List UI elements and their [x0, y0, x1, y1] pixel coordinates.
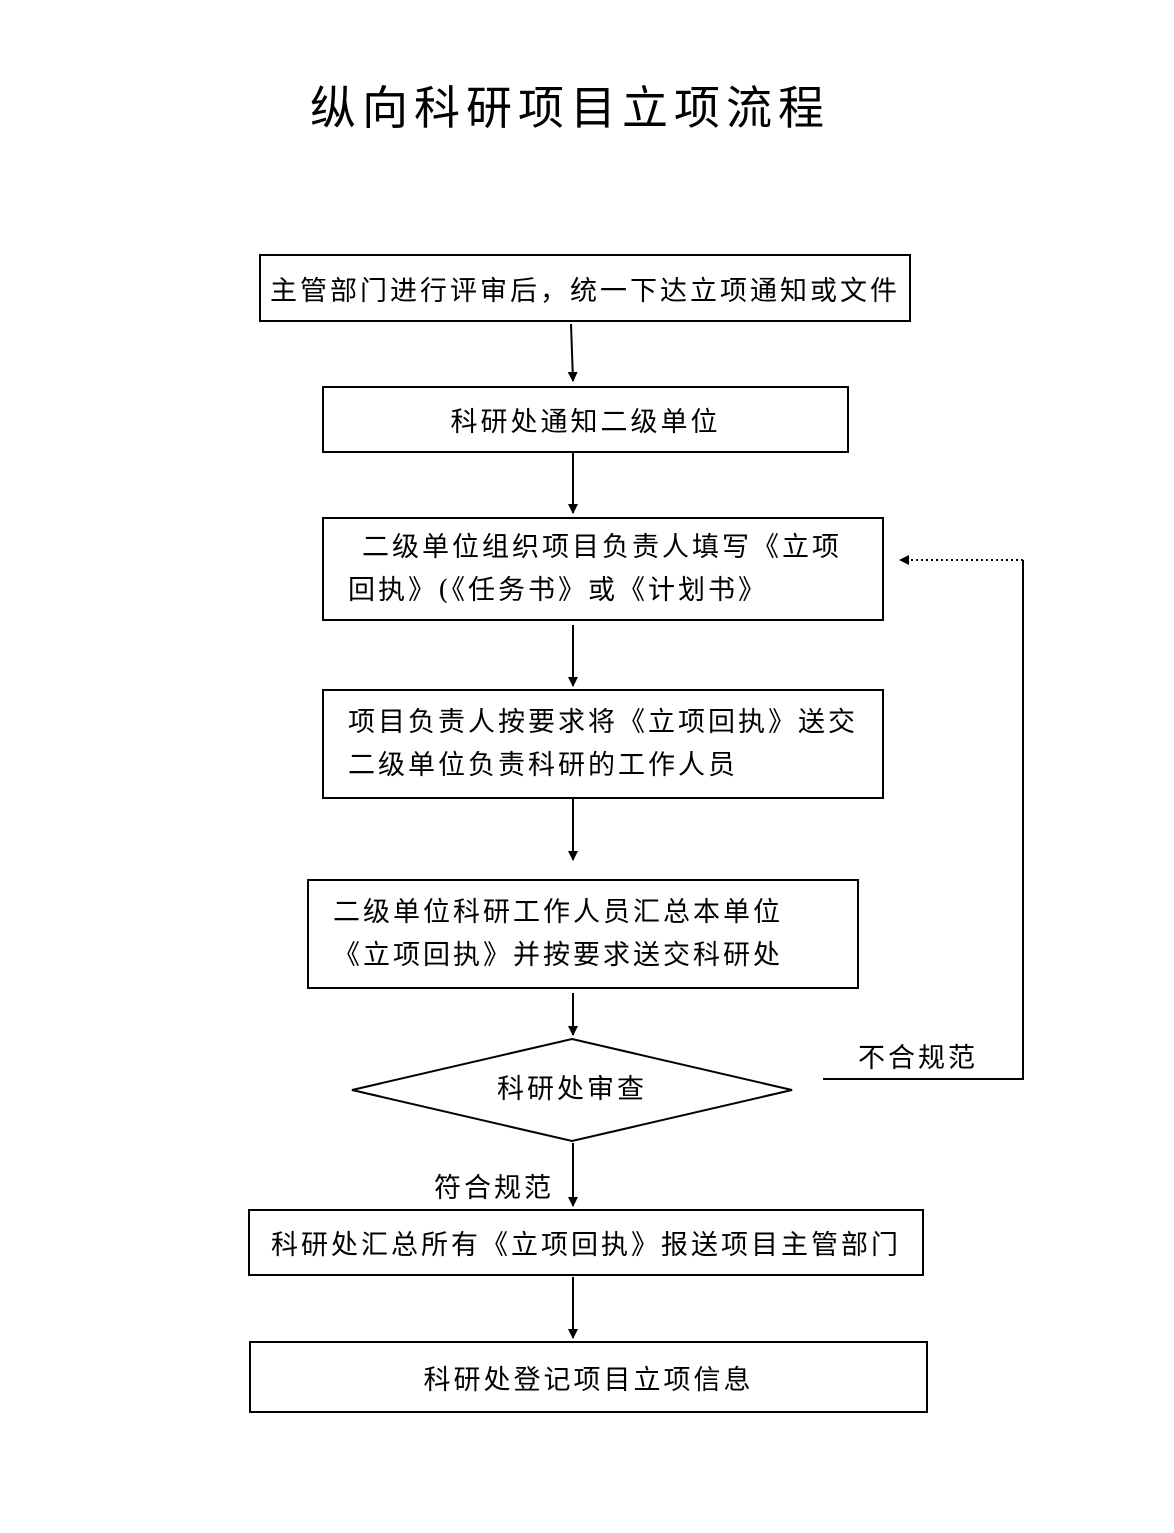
step-register-text: 科研处登记项目立项信息	[423, 1364, 754, 1396]
page-title: 纵向科研项目立项流程	[310, 81, 830, 135]
edge-label-fail: 不合规范	[858, 1043, 978, 1074]
step-report-text: 科研处汇总所有《立项回执》报送项目主管部门	[271, 1230, 901, 1261]
step-issue-notice-box: 主管部门进行评审后，统一下达立项通知或文件	[259, 254, 911, 322]
step-fill-receipt-box: 二级单位组织项目负责人填写《立项回执》(《任务书》或《计划书》	[322, 517, 884, 621]
arrow-step1-to-step2	[567, 323, 578, 382]
step-issue-notice-text: 主管部门进行评审后，统一下达立项通知或文件	[270, 275, 900, 307]
decision-review-text: 科研处审查	[497, 1074, 647, 1105]
step-summarize-receipt-text: 二级单位科研工作人员汇总本单位《立项回执》并按要求送交科研处	[333, 897, 783, 971]
feedback-loop-line	[823, 560, 1024, 1080]
decision-diamond-shape	[351, 1037, 793, 1143]
step-register-box: 科研处登记项目立项信息	[249, 1341, 928, 1413]
step-notify-units-text: 科研处通知二级单位	[450, 407, 721, 438]
step-notify-units-box: 科研处通知二级单位	[322, 386, 849, 453]
step-report-box: 科研处汇总所有《立项回执》报送项目主管部门	[248, 1209, 924, 1276]
step-submit-receipt-box: 项目负责人按要求将《立项回执》送交二级单位负责科研的工作人员	[322, 689, 884, 799]
step-summarize-receipt-box: 二级单位科研工作人员汇总本单位《立项回执》并按要求送交科研处	[307, 879, 859, 989]
edge-label-pass: 符合规范	[434, 1173, 554, 1204]
step-fill-receipt-text: 二级单位组织项目负责人填写《立项回执》(《任务书》或《计划书》	[348, 532, 842, 606]
step-submit-receipt-text: 项目负责人按要求将《立项回执》送交二级单位负责科研的工作人员	[348, 707, 858, 781]
